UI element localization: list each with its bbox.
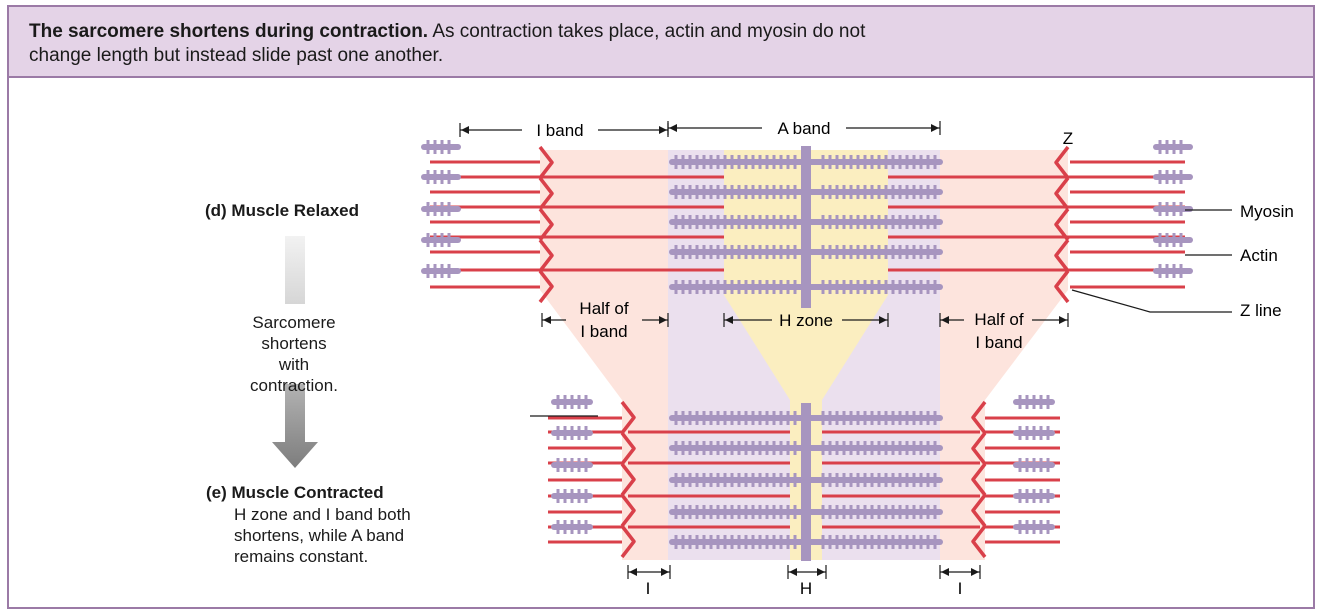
myosin-heads xyxy=(1018,395,1050,409)
label-i-right: I xyxy=(958,579,963,598)
panel-e-line2: shortens, while A band xyxy=(234,526,405,545)
myosin-heads xyxy=(556,395,588,409)
dim-i-band-arrowhead xyxy=(659,126,667,134)
label-i-band-left: I band xyxy=(580,322,627,341)
dim-i-left-arrowhead xyxy=(629,568,637,576)
myosin-heads xyxy=(674,441,937,455)
down-arrow-icon xyxy=(272,384,318,468)
myosin-heads xyxy=(674,535,937,549)
dim-h-arrowhead xyxy=(789,568,797,576)
dim-a-band-arrowhead xyxy=(669,124,677,132)
myosin-heads xyxy=(1018,520,1050,534)
myosin-heads xyxy=(1158,202,1183,216)
progress-bar-faded xyxy=(285,236,305,304)
myosin-heads xyxy=(674,155,937,169)
z-disc xyxy=(620,400,636,559)
i-band-shade-left xyxy=(540,150,668,560)
myosin-heads xyxy=(674,473,937,487)
myosin-heads xyxy=(556,489,588,503)
dim-i-right-arrowhead xyxy=(971,568,979,576)
z-disc xyxy=(538,145,554,304)
panel-d-title: (d) Muscle Relaxed xyxy=(205,201,359,220)
panel-e-title: (e) Muscle Contracted xyxy=(206,483,384,502)
label-half-of-left: Half of xyxy=(579,299,628,318)
arrow-note-line1: Sarcomere xyxy=(252,313,336,332)
dim-h-zone-arrowhead xyxy=(879,316,887,324)
contracted-sarcomere xyxy=(548,395,1060,561)
myosin-heads xyxy=(426,140,451,154)
dim-i-left-arrowhead xyxy=(661,568,669,576)
label-h: H xyxy=(800,579,812,598)
myosin-heads xyxy=(674,280,937,294)
z-disc xyxy=(1054,145,1070,304)
myosin-heads xyxy=(674,215,937,229)
label-i-band: I band xyxy=(536,121,583,140)
dim-half-i-left-arrowhead xyxy=(543,316,551,324)
dim-a-band-arrowhead xyxy=(931,124,939,132)
myosin-heads xyxy=(1158,170,1183,184)
dim-half-i-right-arrowhead xyxy=(1059,316,1067,324)
label-myosin: Myosin xyxy=(1240,202,1294,221)
arrow-note: Sarcomere shortens with contraction. xyxy=(244,312,344,396)
panel-e-line1: H zone and I band both xyxy=(234,505,411,524)
relaxed-sarcomere xyxy=(421,140,1193,308)
myosin-heads xyxy=(674,185,937,199)
panel-e-line3: remains constant. xyxy=(234,547,369,566)
caption: The sarcomere shortens during contractio… xyxy=(29,20,929,68)
myosin-heads xyxy=(426,170,451,184)
i-band-shade-right xyxy=(940,150,1068,560)
myosin-heads xyxy=(1018,489,1050,503)
myosin-heads xyxy=(556,520,588,534)
myosin-heads xyxy=(1158,140,1183,154)
dim-i-right-arrowhead xyxy=(941,568,949,576)
myosin-heads xyxy=(1158,264,1183,278)
myosin-heads xyxy=(556,458,588,472)
myosin-heads xyxy=(556,426,588,440)
label-a-band: A band xyxy=(778,119,831,138)
myosin-heads xyxy=(1018,426,1050,440)
myosin-heads xyxy=(1018,458,1050,472)
dim-i-band-arrowhead xyxy=(461,126,469,134)
label-z-line: Z line xyxy=(1240,301,1282,320)
m-line xyxy=(801,146,811,308)
label-actin: Actin xyxy=(1240,246,1278,265)
label-i-left: I xyxy=(646,579,651,598)
leader-z-line xyxy=(1071,289,1232,313)
dim-half-i-left-arrowhead xyxy=(659,316,667,324)
dim-half-i-right-arrowhead xyxy=(941,316,949,324)
panel-e-text: H zone and I band both shortens, while A… xyxy=(234,504,411,567)
dim-h-zone-arrowhead xyxy=(725,316,733,324)
dimension-markers xyxy=(459,121,1232,579)
myosin-heads xyxy=(674,411,937,425)
arrow-note-line2: shortens with xyxy=(261,334,327,374)
label-half-of-right: Half of xyxy=(974,310,1023,329)
z-disc xyxy=(971,400,987,559)
myosin-heads xyxy=(674,505,937,519)
myosin-heads xyxy=(674,245,937,259)
caption-bold: The sarcomere shortens during contractio… xyxy=(29,21,429,42)
myosin-heads xyxy=(426,202,451,216)
myosin-heads xyxy=(426,264,451,278)
caption-text: As contraction takes place, actin and my… xyxy=(29,21,866,66)
caption-banner: The sarcomere shortens during contractio… xyxy=(9,7,1313,78)
label-i-band-right: I band xyxy=(975,333,1022,352)
myosin-heads xyxy=(1158,233,1183,247)
arrow-note-line3: contraction. xyxy=(250,376,338,395)
label-z: Z xyxy=(1063,129,1073,148)
label-h-zone: H zone xyxy=(779,311,833,330)
myosin-heads xyxy=(426,233,451,247)
dim-h-arrowhead xyxy=(817,568,825,576)
